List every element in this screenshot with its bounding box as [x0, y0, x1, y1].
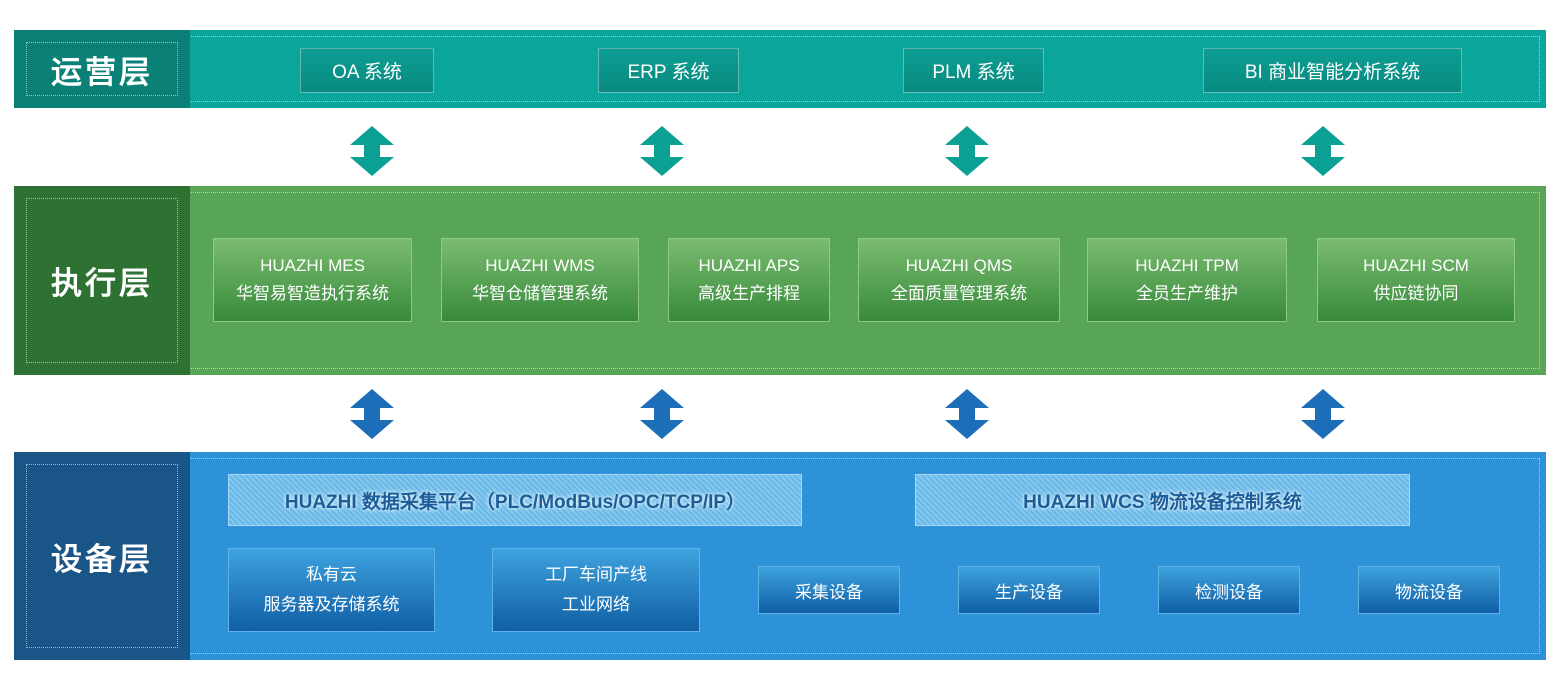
- up-down-arrow-icon: [350, 389, 394, 439]
- tpm-title: HUAZHI TPM: [1135, 256, 1239, 275]
- up-down-arrow-icon: [1301, 389, 1345, 439]
- logistics-device-label: 物流设备: [1395, 582, 1463, 602]
- execution-layer-label-text: 执行层: [51, 266, 153, 301]
- production-device-label: 生产设备: [995, 582, 1063, 602]
- operations-layer-label-text: 运营层: [51, 54, 153, 90]
- oa-system-box: OA 系统: [300, 48, 434, 93]
- plm-system-label: PLM 系统: [932, 62, 1015, 83]
- wms-subtitle: 华智仓储管理系统: [472, 284, 608, 303]
- private-cloud-line2: 服务器及存储系统: [263, 595, 400, 614]
- factory-network-line1: 工厂车间产线: [545, 565, 647, 584]
- wcs-platform-bar: HUAZHI WCS 物流设备控制系统: [915, 474, 1410, 526]
- factory-network-line2: 工业网络: [562, 595, 630, 614]
- plm-system-box: PLM 系统: [903, 48, 1044, 93]
- scm-title: HUAZHI SCM: [1363, 256, 1469, 275]
- data-collection-platform-label: HUAZHI 数据采集平台（PLC/ModBus/OPC/TCP/IP）: [284, 491, 746, 513]
- collection-device-box: 采集设备: [758, 566, 900, 614]
- device-layer-band: 设备层 HUAZHI 数据采集平台（PLC/ModBus/OPC/TCP/IP）…: [14, 452, 1546, 660]
- huazhi-qms-box: HUAZHI QMS 全面质量管理系统: [858, 238, 1060, 322]
- production-device-box: 生产设备: [958, 566, 1100, 614]
- tpm-subtitle: 全员生产维护: [1136, 284, 1238, 303]
- device-layer-label-text: 设备层: [51, 541, 153, 577]
- operations-layer-label: 运营层: [14, 30, 190, 108]
- up-down-arrow-icon: [350, 126, 394, 176]
- huazhi-mes-box: HUAZHI MES 华智易智造执行系统: [213, 238, 412, 322]
- scm-subtitle: 供应链协同: [1373, 284, 1459, 303]
- erp-system-label: ERP 系统: [627, 62, 710, 83]
- aps-title: HUAZHI APS: [698, 256, 800, 275]
- qms-title: HUAZHI QMS: [905, 256, 1013, 275]
- factory-network-box: 工厂车间产线 工业网络: [492, 548, 700, 632]
- inspection-device-label: 检测设备: [1195, 582, 1263, 602]
- execution-layer-label: 执行层: [14, 186, 190, 375]
- up-down-arrow-icon: [1301, 126, 1345, 176]
- data-collection-platform-bar: HUAZHI 数据采集平台（PLC/ModBus/OPC/TCP/IP）: [228, 474, 802, 526]
- inspection-device-box: 检测设备: [1158, 566, 1300, 614]
- up-down-arrow-icon: [640, 126, 684, 176]
- mes-title: HUAZHI MES: [260, 256, 365, 275]
- wcs-platform-label: HUAZHI WCS 物流设备控制系统: [1023, 491, 1302, 513]
- execution-layer-band: 执行层 HUAZHI MES 华智易智造执行系统 HUAZHI WMS 华智仓储…: [14, 186, 1546, 375]
- oa-system-label: OA 系统: [332, 62, 402, 83]
- qms-subtitle: 全面质量管理系统: [891, 284, 1027, 303]
- aps-subtitle: 高级生产排程: [698, 284, 800, 303]
- huazhi-wms-box: HUAZHI WMS 华智仓储管理系统: [441, 238, 639, 322]
- huazhi-aps-box: HUAZHI APS 高级生产排程: [668, 238, 830, 322]
- huazhi-scm-box: HUAZHI SCM 供应链协同: [1317, 238, 1515, 322]
- operations-layer-band: 运营层 OA 系统 ERP 系统 PLM 系统 BI 商业智能分析系统: [14, 30, 1546, 108]
- wms-title: HUAZHI WMS: [485, 256, 595, 275]
- huazhi-tpm-box: HUAZHI TPM 全员生产维护: [1087, 238, 1287, 322]
- device-layer-label: 设备层: [14, 452, 190, 660]
- up-down-arrow-icon: [945, 389, 989, 439]
- collection-device-label: 采集设备: [795, 582, 863, 602]
- bi-system-box: BI 商业智能分析系统: [1203, 48, 1462, 93]
- up-down-arrow-icon: [945, 126, 989, 176]
- mes-subtitle: 华智易智造执行系统: [236, 284, 389, 303]
- up-down-arrow-icon: [640, 389, 684, 439]
- logistics-device-box: 物流设备: [1358, 566, 1500, 614]
- bi-system-label: BI 商业智能分析系统: [1244, 62, 1421, 83]
- private-cloud-box: 私有云 服务器及存储系统: [228, 548, 435, 632]
- erp-system-box: ERP 系统: [598, 48, 739, 93]
- private-cloud-line1: 私有云: [306, 565, 357, 584]
